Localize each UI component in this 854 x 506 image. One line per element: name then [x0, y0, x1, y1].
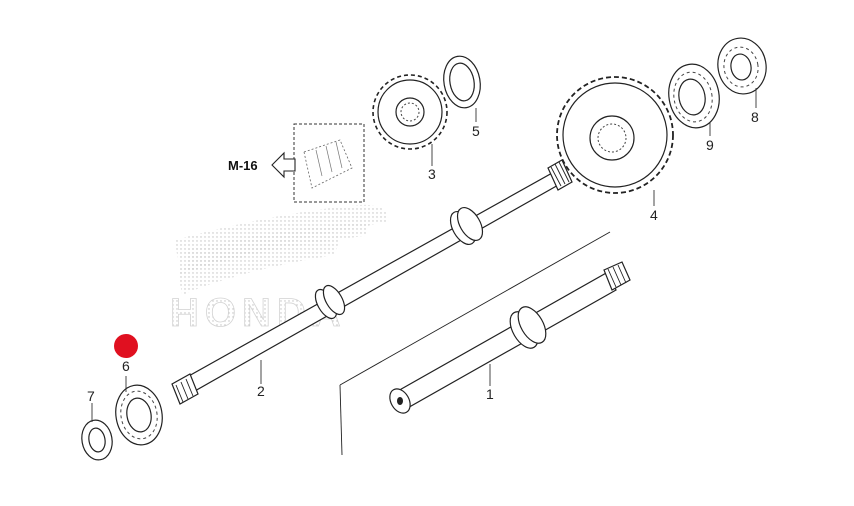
callout-part-1: 1	[486, 386, 494, 402]
reference-label: M-16	[228, 158, 258, 173]
callout-part-8: 8	[751, 109, 759, 125]
ghost-shaft-icon	[303, 139, 353, 189]
oil-seal-right	[717, 37, 767, 95]
ball-bearing-left	[115, 384, 163, 446]
countershaft	[389, 261, 631, 414]
callout-part-9: 9	[706, 137, 714, 153]
oil-seal-left	[81, 419, 113, 461]
large-gear	[556, 76, 674, 194]
callout-part-6: 6	[122, 358, 130, 374]
callout-part-2: 2	[257, 383, 265, 399]
highlight-marker	[114, 334, 138, 358]
honda-wing-watermark: HONDA	[170, 204, 389, 335]
small-gear	[372, 74, 448, 150]
callout-part-7: 7	[87, 388, 95, 404]
arrow-left-icon	[271, 151, 296, 179]
callout-part-4: 4	[650, 207, 658, 223]
main-shaft	[171, 159, 573, 405]
thrust-washer	[443, 55, 481, 109]
callout-part-5: 5	[472, 123, 480, 139]
leader-lines	[91, 88, 757, 422]
reference-box: M-16	[228, 123, 365, 203]
ball-bearing-right	[668, 63, 720, 129]
callouts: 1 2 3 4 5 6 7 8 9	[87, 109, 759, 404]
group-bracket	[339, 231, 611, 456]
callout-part-3: 3	[428, 166, 436, 182]
